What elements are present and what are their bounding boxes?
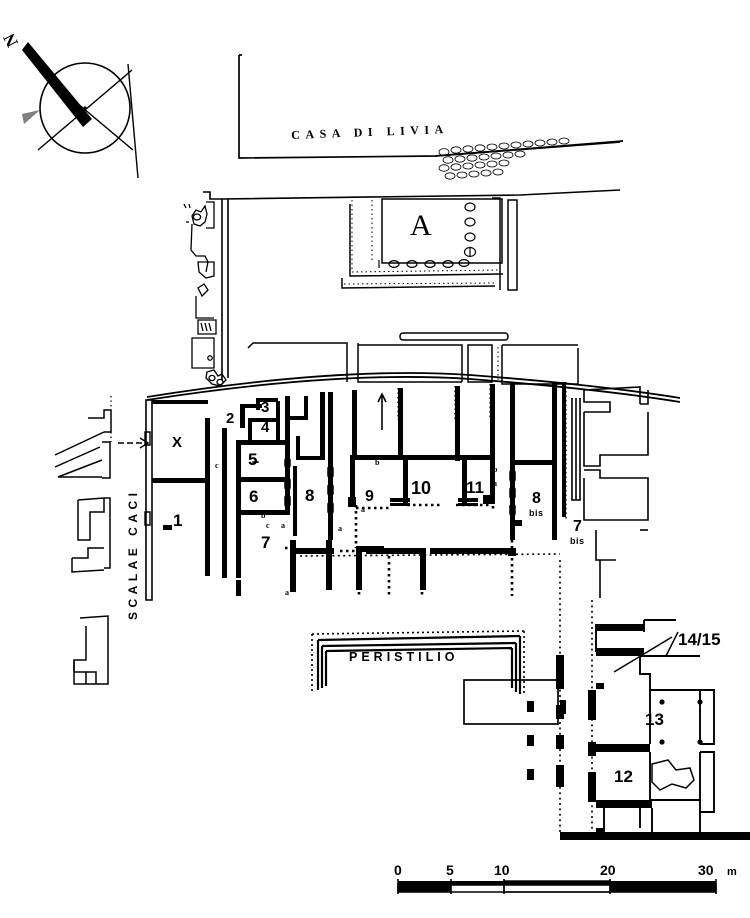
sub-letter-a-8: a: [338, 524, 342, 533]
scale-tick-label-5: 5: [446, 862, 454, 878]
sub-letter-c-corridor: c: [215, 461, 219, 470]
sub-letter-b-9: b: [375, 458, 380, 467]
scale-tick-label-20: 20: [600, 862, 616, 878]
sub-letter-a-7: a: [281, 521, 285, 530]
rooms-12-13-14-15-outline: [595, 619, 715, 832]
casa-di-livia-boundary: [238, 54, 624, 159]
room-label-4: 4: [261, 419, 270, 436]
sub-letter-a-9: a: [361, 505, 365, 514]
room-label-8: 8: [305, 486, 315, 505]
sub-letter-a-lower: a: [285, 588, 289, 597]
upper-block-outline: [203, 189, 621, 380]
scale-unit-label: m: [727, 866, 737, 878]
room-label-6: 6: [249, 487, 259, 506]
room-label-3: 3: [261, 399, 270, 416]
scalae-caci-arrowhead: [139, 437, 150, 449]
reconstructed-walls-dotted: [285, 460, 514, 596]
room-label-7bis: 7: [573, 518, 582, 535]
peristilio-basin: [463, 679, 559, 725]
dotted-guides-top: [329, 382, 567, 520]
room-label-1: 1: [173, 511, 183, 530]
scalae-caci-structures: [54, 409, 112, 685]
room-label-2: 2: [226, 410, 235, 427]
direction-arrow-upper: [377, 392, 387, 430]
room-label-12: 12: [614, 767, 633, 786]
peristilio-walls: [316, 634, 522, 694]
room-label-8bis: 8: [532, 490, 541, 507]
scalae-caci-label: SCALAE CACI: [126, 488, 140, 620]
room-label-5: 5: [248, 450, 258, 469]
room-13-column-dots: [659, 699, 703, 745]
sub-letter-b-11: b: [493, 465, 498, 474]
courtyard-a-column-bases: [378, 202, 477, 269]
sub-letter-b-7: b: [261, 511, 266, 520]
room-label-14-15: 14/15: [678, 630, 721, 649]
scale-tick-label-30: 30: [698, 862, 714, 878]
leader-line-14-15: [613, 631, 679, 673]
upper-terrace-edge: [146, 372, 681, 403]
room-label-10: 10: [411, 478, 432, 498]
sub-letter-a-11: a: [493, 479, 497, 488]
corridor-piers: [527, 655, 596, 802]
peristilio-dotted-edge: [311, 630, 525, 696]
room-12-feature: [651, 759, 695, 791]
east-pier-a: [507, 199, 518, 291]
room-label-7: 7: [261, 533, 271, 552]
scale-tick-label-10: 10: [494, 862, 510, 878]
sub-letter-c-7: c: [266, 521, 270, 530]
peristilio-label: PERISTILIO: [349, 650, 459, 664]
west-wing-walls: [183, 201, 227, 387]
courtyard-a-walls: [341, 197, 504, 290]
courtyard-a-dotted-guides: [343, 200, 501, 285]
room-label-13: 13: [645, 710, 664, 729]
terrace-blocks: [247, 332, 579, 385]
room-label-9: 9: [365, 488, 374, 505]
masonry-rubble-hatch: [438, 137, 570, 180]
door-thresholds: [252, 457, 516, 517]
room-label-7bis-suffix: bis: [570, 536, 585, 546]
room-label-X: X: [172, 434, 183, 451]
room-label-11: 11: [466, 478, 484, 497]
rooms-12-13-14-15-walls: [560, 624, 750, 840]
east-wing-outline: [571, 386, 649, 598]
scale-tick-label-0: 0: [394, 862, 402, 878]
scale-bar-graphic: [397, 879, 717, 894]
room-label-8bis-suffix: bis: [529, 508, 544, 518]
courtyard-a-label: A: [410, 209, 432, 242]
compass-rose: [22, 42, 139, 179]
